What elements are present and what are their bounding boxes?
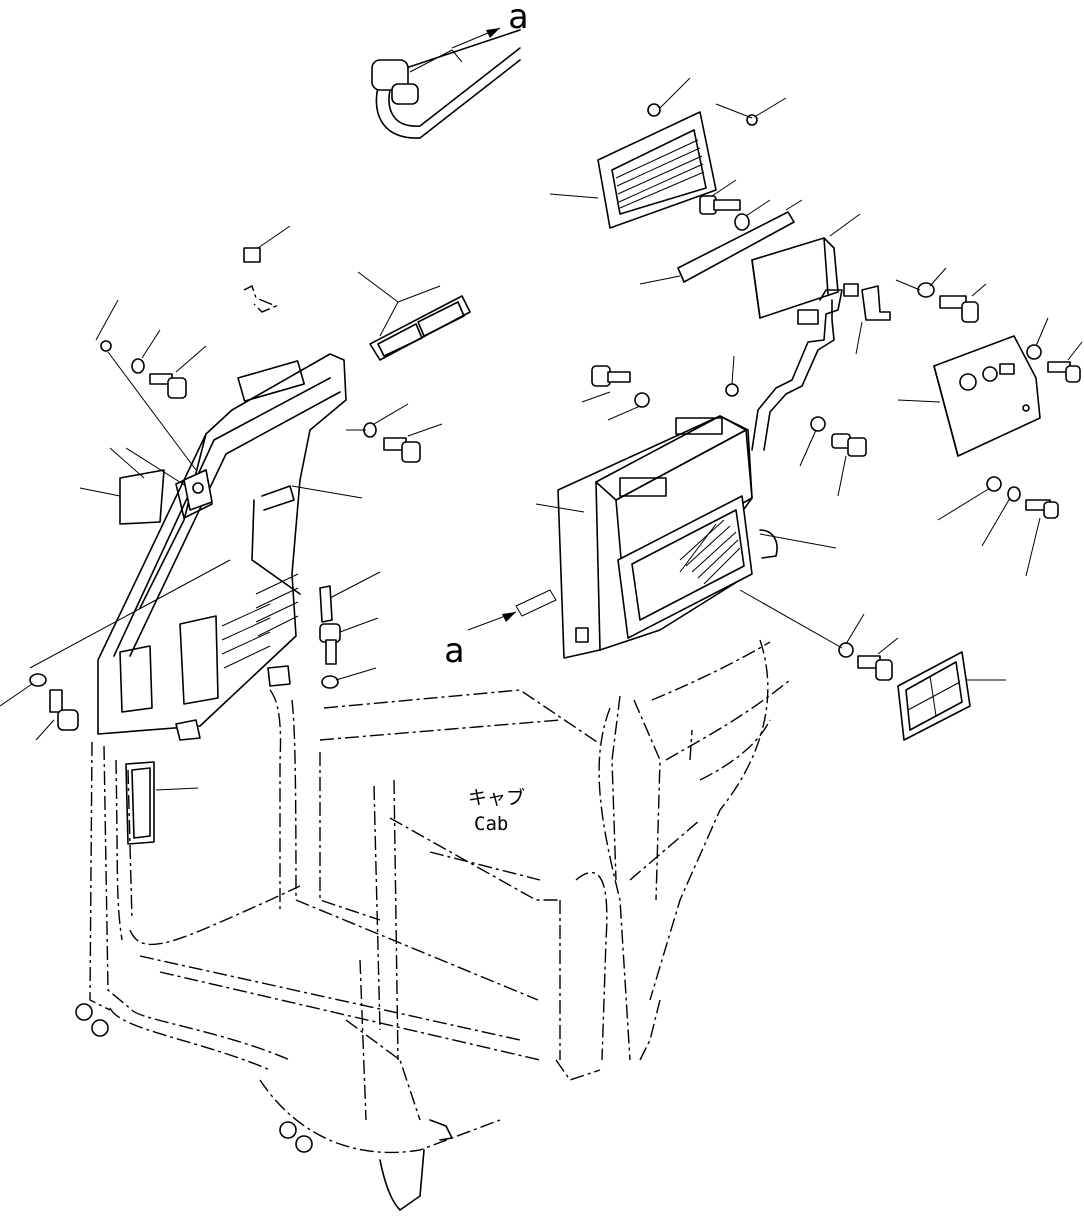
heater-unit (535, 415, 837, 659)
bolt-set-far-right (1026, 317, 1083, 383)
bolt-set-console-top (95, 299, 207, 471)
side-console (97, 353, 363, 741)
arrow-a-top-label: a (508, 0, 528, 37)
filter-panel (897, 651, 1006, 741)
bolt-set-right (895, 267, 987, 323)
cab-frame (89, 639, 791, 1154)
cab-label: キャブ Cab (468, 786, 525, 835)
hose-assembly (371, 29, 521, 139)
bolt-set-console-side (346, 403, 443, 463)
control-panel (897, 335, 1041, 457)
module-box (751, 213, 861, 319)
vent-slots (221, 573, 299, 669)
arrow-a-mid-label: a (444, 631, 464, 671)
bolt-set-console-bottom (0, 559, 231, 741)
bolt-set-console-front (319, 571, 381, 689)
vent-louver-left (79, 447, 187, 525)
arrow-a-mid: a (444, 589, 557, 671)
bolt-set-heater-top (581, 365, 650, 421)
l-bracket (855, 285, 891, 355)
small-washer-top (715, 97, 787, 126)
cab-hinges (75, 1003, 453, 1211)
wire-harness (751, 283, 859, 451)
bolt-set-heater-bottom (739, 589, 899, 681)
lower-grille (125, 761, 199, 845)
arrow-a-top: a (451, 0, 528, 49)
cab-label-en: Cab (474, 813, 508, 835)
clip-part (243, 225, 291, 313)
vent-grille (549, 77, 717, 229)
bolt-set-top (699, 179, 771, 231)
bolt-set-lower-right (937, 476, 1059, 577)
cab-label-jp: キャブ (468, 786, 525, 809)
filter-hatch (679, 519, 741, 585)
strip-bracket (639, 199, 803, 285)
vent-cover-top (357, 271, 471, 361)
bolt-set-heater-mid (725, 355, 867, 497)
